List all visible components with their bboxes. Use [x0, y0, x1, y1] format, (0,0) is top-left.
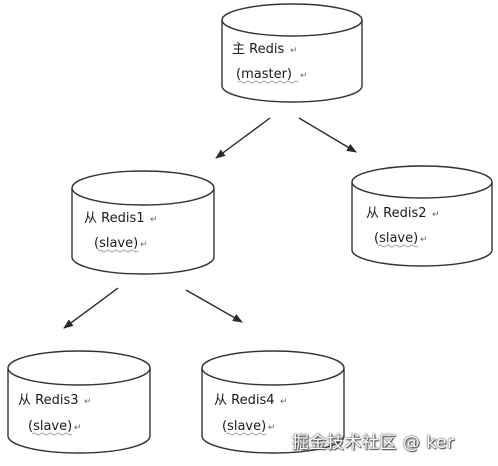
edge-redis1-redis3 — [63, 287, 119, 329]
cylinder-redis2 — [351, 165, 493, 267]
node-role-redis1: (slave) — [94, 236, 138, 251]
node-role-redis2: (slave) — [374, 231, 418, 246]
svg-text:↵: ↵ — [84, 397, 92, 407]
node-redis3: 从 Redis3 ↵ (slave) ↵ — [7, 350, 151, 454]
edge-master-redis1 — [215, 117, 271, 159]
node-label-redis4: 从 Redis4 — [214, 393, 275, 408]
node-redis4: 从 Redis4 ↵ (slave) ↵ — [201, 350, 345, 454]
node-label-master: 主 Redis — [232, 42, 284, 57]
svg-text:↵: ↵ — [420, 235, 428, 245]
node-role-redis3: (slave) — [28, 419, 72, 434]
edge-redis1-redis4 — [185, 289, 243, 323]
node-label-redis3: 从 Redis3 — [18, 393, 79, 408]
cylinder-redis1 — [71, 170, 215, 275]
edges — [63, 117, 357, 329]
svg-text:↵: ↵ — [290, 46, 298, 56]
node-redis2: 从 Redis2 ↵ (slave) ↵ — [351, 165, 493, 267]
node-redis1: 从 Redis1 ↵ (slave) ↵ — [71, 170, 215, 275]
svg-text:↵: ↵ — [280, 397, 288, 407]
svg-text:↵: ↵ — [300, 71, 308, 81]
node-role-redis4: (slave) — [222, 419, 266, 434]
node-master: 主 Redis ↵ (master) ↵ — [221, 3, 363, 103]
cylinder-redis3 — [7, 350, 151, 454]
svg-text:↵: ↵ — [140, 240, 148, 250]
watermark: 掘金技术社区 @ ker — [292, 433, 455, 453]
svg-text:↵: ↵ — [268, 423, 276, 433]
cylinder-master — [221, 3, 363, 103]
cylinder-redis4 — [201, 350, 345, 454]
svg-text:↵: ↵ — [150, 215, 158, 225]
edge-master-redis2 — [298, 117, 357, 153]
node-role-master: (master) — [236, 67, 292, 82]
svg-text:↵: ↵ — [74, 423, 82, 433]
node-label-redis2: 从 Redis2 — [366, 206, 427, 221]
svg-text:↵: ↵ — [432, 210, 440, 220]
node-label-redis1: 从 Redis1 — [84, 211, 145, 226]
